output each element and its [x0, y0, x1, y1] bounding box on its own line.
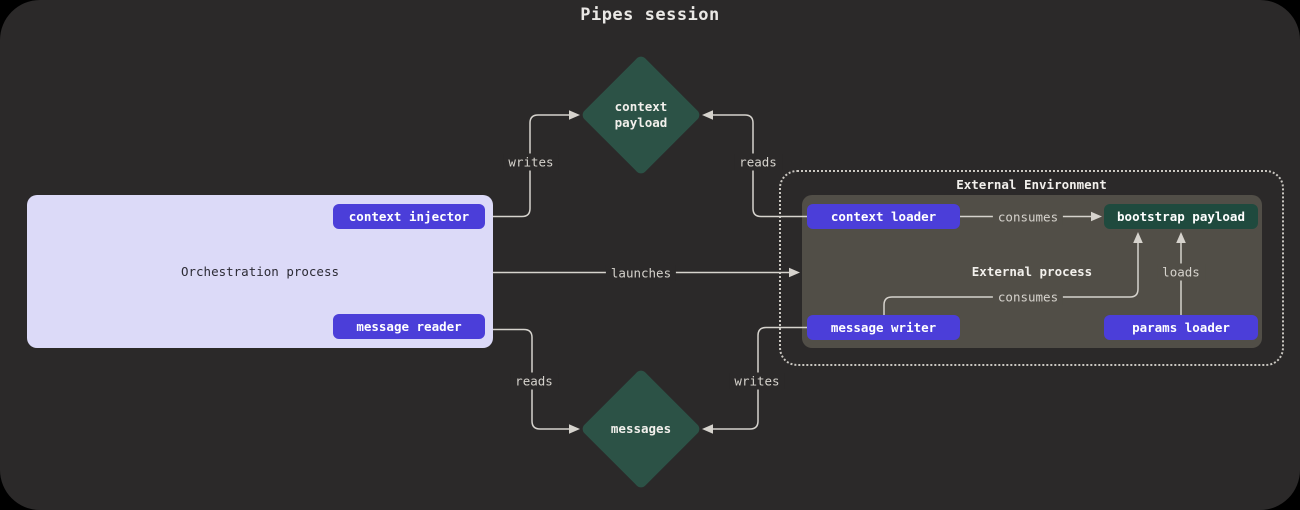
bootstrap-payload-chip: bootstrap payload — [1104, 204, 1258, 229]
edge-label-consumes-bottom: consumes — [992, 288, 1064, 306]
message-reader-chip: message reader — [333, 314, 485, 339]
edge-label-consumes-top: consumes — [992, 208, 1064, 226]
edge-label-writes-bottom: writes — [729, 372, 785, 390]
context-loader-chip: context loader — [807, 204, 960, 229]
messages-diamond: messages — [580, 368, 702, 490]
context-injector-chip: context injector — [333, 204, 485, 229]
external-environment-container: External Environment — [779, 170, 1284, 366]
message-writer-chip: message writer — [807, 315, 960, 340]
context-payload-diamond: context payload — [580, 54, 702, 176]
params-loader-chip: params loader — [1104, 315, 1258, 340]
edge-label-loads: loads — [1157, 263, 1205, 281]
messages-label: messages — [610, 421, 672, 437]
diagram-title: Pipes session — [580, 5, 720, 25]
context-payload-label: context payload — [614, 99, 668, 130]
edge-label-reads-bottom: reads — [510, 372, 558, 390]
edge-label-launches: launches — [605, 264, 677, 282]
orchestration-process-label: Orchestration process — [180, 264, 340, 279]
edge-label-reads-top: reads — [734, 153, 782, 171]
external-environment-title: External Environment — [956, 177, 1107, 192]
edge-label-writes-top: writes — [503, 153, 559, 171]
orchestration-process-node: Orchestration process context injector m… — [27, 195, 493, 348]
